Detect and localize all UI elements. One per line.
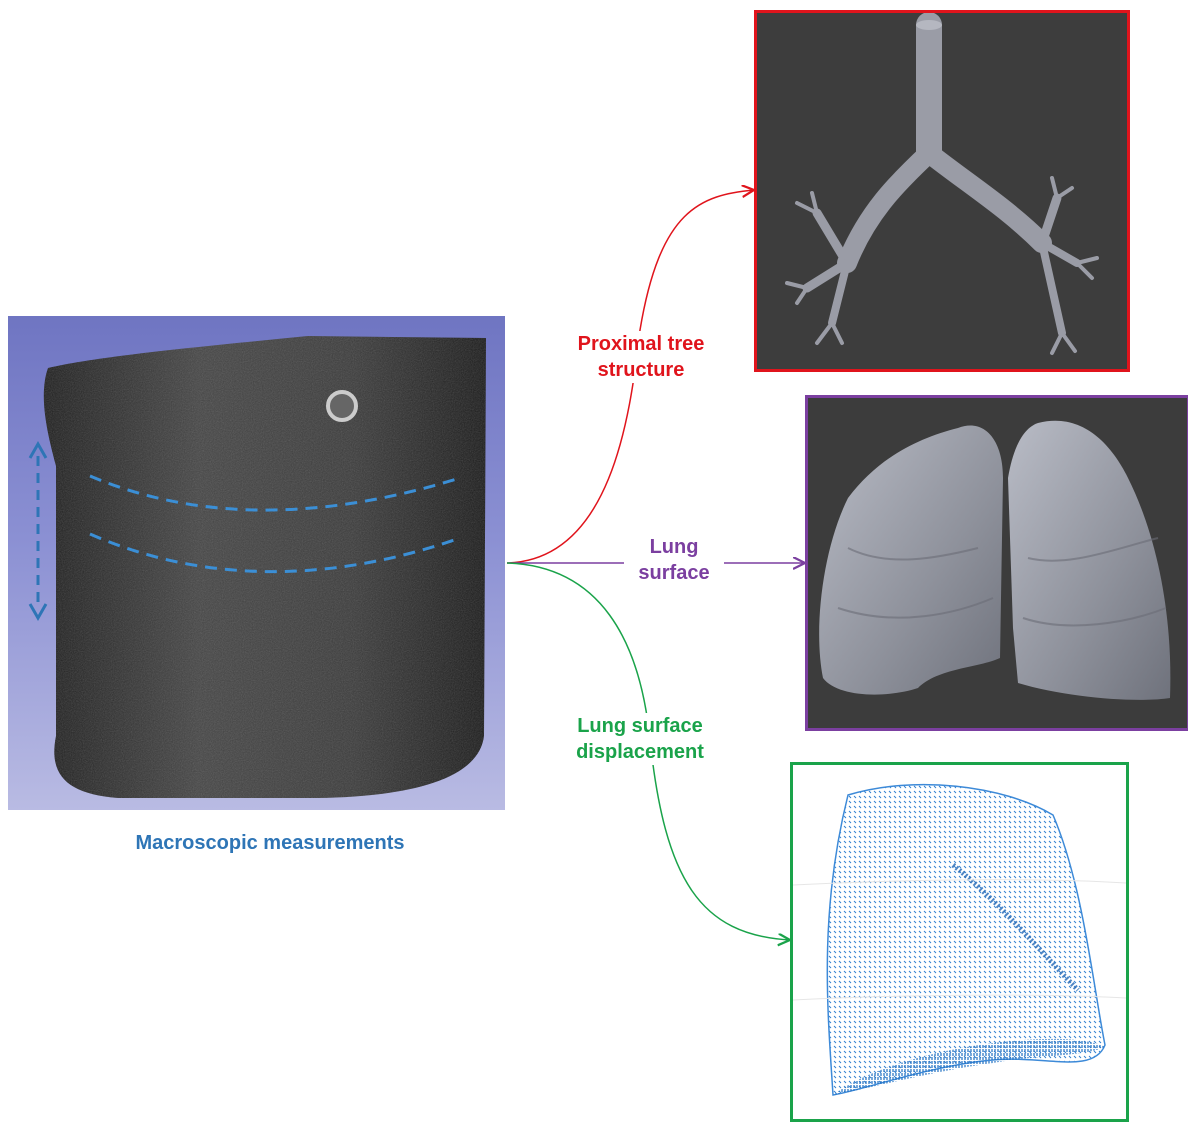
proximal-tree-label: Proximal tree structure — [556, 331, 726, 383]
label-line: displacement — [550, 739, 730, 765]
airway-tree-render — [757, 13, 1127, 369]
torso-ct-panel — [8, 316, 505, 810]
lung-surface-label: Lung surface — [624, 534, 724, 586]
lung-displacement-label: Lung surface displacement — [550, 713, 730, 765]
torso-ct-render — [8, 316, 505, 810]
lung-surface-panel — [805, 395, 1188, 731]
figure-caption: Macroscopic measurements — [70, 832, 470, 855]
label-line: Proximal tree — [556, 331, 726, 357]
double-arrow-vertical-icon — [30, 444, 46, 618]
label-line: surface — [624, 560, 724, 586]
displacement-field-panel — [790, 762, 1129, 1122]
label-line: Lung — [624, 534, 724, 560]
displacement-vector-field — [793, 765, 1126, 1119]
label-line: structure — [556, 357, 726, 383]
label-line: Lung surface — [550, 713, 730, 739]
lung-surface-render — [808, 398, 1187, 728]
airway-tree-panel — [754, 10, 1130, 372]
